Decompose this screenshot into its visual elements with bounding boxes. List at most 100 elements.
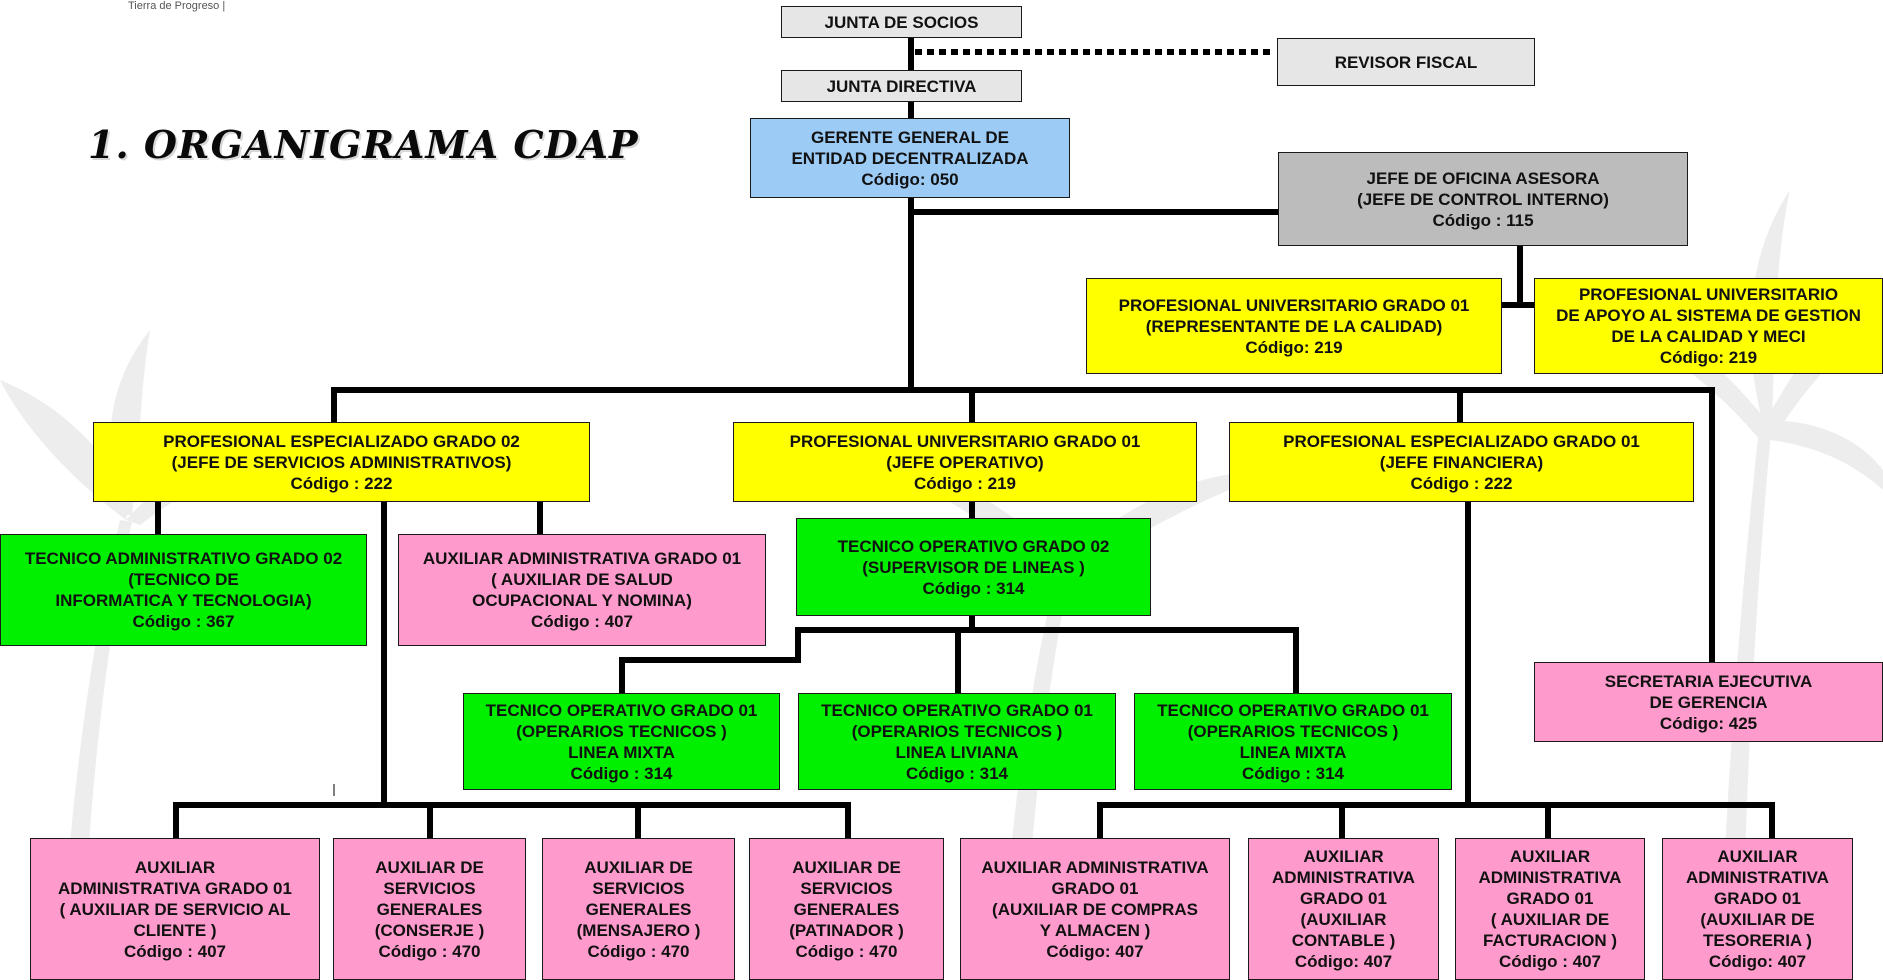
node-aux-compras: AUXILIAR ADMINISTRATIVA GRADO 01 (AUXILI…	[960, 838, 1230, 980]
node-line: Código : 314	[1241, 763, 1344, 783]
node-line: (SUPERVISOR DE LINEAS )	[862, 557, 1085, 577]
node-line: (CONSERJE )	[374, 920, 485, 940]
node-line: Código : 470	[795, 941, 898, 961]
node-line: TESORERIA )	[1703, 931, 1812, 950]
node-line: GERENTE GENERAL DE	[810, 127, 1010, 147]
node-line: Código : 115	[1432, 210, 1534, 230]
node-line: Código : 314	[922, 578, 1025, 598]
node-line: ADMINISTRATIVA	[1478, 868, 1622, 887]
node-line: GRADO 01	[1506, 889, 1594, 908]
node-line: (OPERARIOS TECNICOS )	[851, 721, 1063, 741]
node-line: Código : 314	[570, 763, 673, 783]
node-line: (PATINADOR )	[789, 920, 904, 940]
node-aux-patinador: AUXILIAR DE SERVICIOS GENERALES (PATINAD…	[749, 838, 944, 980]
node-line: ADMINISTRATIVA	[1272, 868, 1415, 887]
node-line: SERVICIOS	[592, 878, 685, 898]
node-aux-contable: AUXILIAR ADMINISTRATIVA GRADO 01 (AUXILI…	[1248, 838, 1439, 980]
node-line: PROFESIONAL UNIVERSITARIO GRADO 01	[789, 431, 1141, 451]
node-line: AUXILIAR DE	[375, 857, 484, 877]
node-line: Código : 407	[530, 612, 633, 631]
node-tec-supervisor: TECNICO OPERATIVO GRADO 02 (SUPERVISOR D…	[796, 518, 1151, 616]
node-prof-operativo: PROFESIONAL UNIVERSITARIO GRADO 01 (JEFE…	[733, 422, 1197, 502]
node-prof-calidad: PROFESIONAL UNIVERSITARIO GRADO 01 (REPR…	[1086, 278, 1502, 374]
node-line: PROFESIONAL UNIVERSITARIO	[1578, 285, 1839, 304]
node-tec-admin: TECNICO ADMINISTRATIVO GRADO 02 (TECNICO…	[0, 534, 367, 646]
node-line: TECNICO OPERATIVO GRADO 01	[1157, 700, 1429, 720]
node-aux-facturacion: AUXILIAR ADMINISTRATIVA GRADO 01 ( AUXIL…	[1455, 838, 1645, 980]
node-line: Código: 407	[1046, 941, 1144, 961]
node-line: Código : 470	[587, 941, 690, 961]
node-prof-apoyo: PROFESIONAL UNIVERSITARIO DE APOYO AL SI…	[1534, 278, 1883, 374]
node-line: (REPRESENTANTE DE LA CALIDAD)	[1145, 316, 1443, 336]
node-line: ADMINISTRATIVA	[1686, 868, 1829, 887]
page-title: 1. ORGANIGRAMA CDAP	[88, 122, 639, 167]
node-line: Código: 407	[1294, 952, 1393, 971]
node-jefe-oficina: JEFE DE OFICINA ASESORA (JEFE DE CONTROL…	[1278, 152, 1688, 246]
node-junta-directiva: JUNTA DIRECTIVA	[781, 70, 1022, 102]
node-line: AUXILIAR DE	[792, 857, 901, 877]
node-gerente: GERENTE GENERAL DE ENTIDAD DECENTRALIZAD…	[750, 118, 1070, 198]
node-secretaria: SECRETARIA EJECUTIVA DE GERENCIA Código:…	[1534, 662, 1883, 742]
node-line: PROFESIONAL UNIVERSITARIO GRADO 01	[1118, 295, 1470, 315]
node-line: DE LA CALIDAD Y MECI	[1611, 327, 1806, 346]
node-line: TECNICO OPERATIVO GRADO 01	[821, 700, 1093, 720]
node-line: (OPERARIOS TECNICOS )	[516, 721, 727, 741]
node-line: Código: 425	[1659, 713, 1758, 733]
node-line: GRADO 01	[1714, 889, 1801, 908]
node-line: AUXILIAR ADMINISTRATIVA	[981, 857, 1209, 877]
node-line: AUXILIAR DE	[584, 857, 693, 877]
node-line: (AUXILIAR DE	[1700, 910, 1815, 929]
node-line: Código: 407	[1708, 952, 1807, 971]
node-line: (JEFE DE SERVICIOS ADMINISTRATIVOS)	[171, 452, 512, 472]
node-line: (JEFE DE CONTROL INTERNO)	[1357, 189, 1609, 209]
node-prof-financiera: PROFESIONAL ESPECIALIZADO GRADO 01 (JEFE…	[1229, 422, 1694, 502]
node-aux-tesoreria: AUXILIAR ADMINISTRATIVA GRADO 01 (AUXILI…	[1662, 838, 1853, 980]
node-line: AUXILIAR	[134, 857, 216, 877]
node-line: TECNICO OPERATIVO GRADO 01	[485, 700, 758, 720]
node-line: PROFESIONAL ESPECIALIZADO GRADO 01	[1283, 431, 1640, 451]
node-aux-mensajero: AUXILIAR DE SERVICIOS GENERALES (MENSAJE…	[542, 838, 735, 980]
node-line: INFORMATICA Y TECNOLOGIA)	[55, 591, 312, 610]
node-line: GRADO 01	[1051, 878, 1139, 898]
node-line: ( AUXILIAR DE SALUD	[491, 570, 673, 589]
node-line: FACTURACION )	[1482, 931, 1618, 950]
node-line: (TECNICO DE	[128, 570, 239, 589]
node-line: SERVICIOS	[800, 878, 893, 898]
node-line: Y ALMACEN )	[1039, 920, 1151, 940]
node-line: DE APOYO AL SISTEMA DE GESTION	[1556, 306, 1861, 325]
node-line: REVISOR FISCAL	[1334, 52, 1478, 72]
node-line: Código : 222	[290, 473, 393, 493]
node-tec-op-mixta-1: TECNICO OPERATIVO GRADO 01 (OPERARIOS TE…	[463, 693, 780, 790]
logo-caption: Tierra de Progreso |	[128, 0, 226, 12]
node-line: Código: 050	[861, 169, 959, 189]
node-line: OCUPACIONAL Y NOMINA)	[472, 591, 692, 610]
node-line: LINEA MIXTA	[568, 742, 675, 762]
node-line: SERVICIOS	[383, 878, 476, 898]
node-line: Código: 219	[1245, 337, 1343, 357]
node-line: LINEA LIVIANA	[895, 742, 1019, 762]
node-line: GENERALES	[793, 899, 900, 919]
node-line: JUNTA DIRECTIVA	[826, 76, 977, 96]
node-line: SECRETARIA EJECUTIVA	[1604, 671, 1813, 691]
node-line: ADMINISTRATIVA GRADO 01	[58, 878, 292, 898]
node-line: AUXILIAR	[1303, 847, 1384, 866]
node-aux-conserje: AUXILIAR DE SERVICIOS GENERALES (CONSERJ…	[333, 838, 526, 980]
node-prof-admin: PROFESIONAL ESPECIALIZADO GRADO 02 (JEFE…	[93, 422, 590, 502]
node-line: CLIENTE )	[133, 920, 217, 940]
node-line: Código : 314	[905, 763, 1008, 783]
node-line: (JEFE FINANCIERA)	[1379, 452, 1544, 472]
node-line: GRADO 01	[1300, 889, 1387, 908]
node-revisor-fiscal: REVISOR FISCAL	[1277, 38, 1535, 86]
node-line: (JEFE OPERATIVO)	[886, 452, 1044, 472]
node-line: (AUXILIAR	[1300, 910, 1387, 929]
node-line: GENERALES	[585, 899, 692, 919]
node-line: Código : 222	[1410, 473, 1513, 493]
node-line: Código : 470	[378, 941, 481, 961]
node-line: Código : 367	[132, 612, 235, 631]
node-line: AUXILIAR ADMINISTRATIVA GRADO 01	[422, 549, 742, 568]
node-line: (MENSAJERO )	[576, 920, 701, 940]
node-line: CONTABLE )	[1291, 931, 1396, 950]
node-line: Código : 407	[123, 941, 226, 961]
node-line: DE GERENCIA	[1649, 692, 1768, 712]
